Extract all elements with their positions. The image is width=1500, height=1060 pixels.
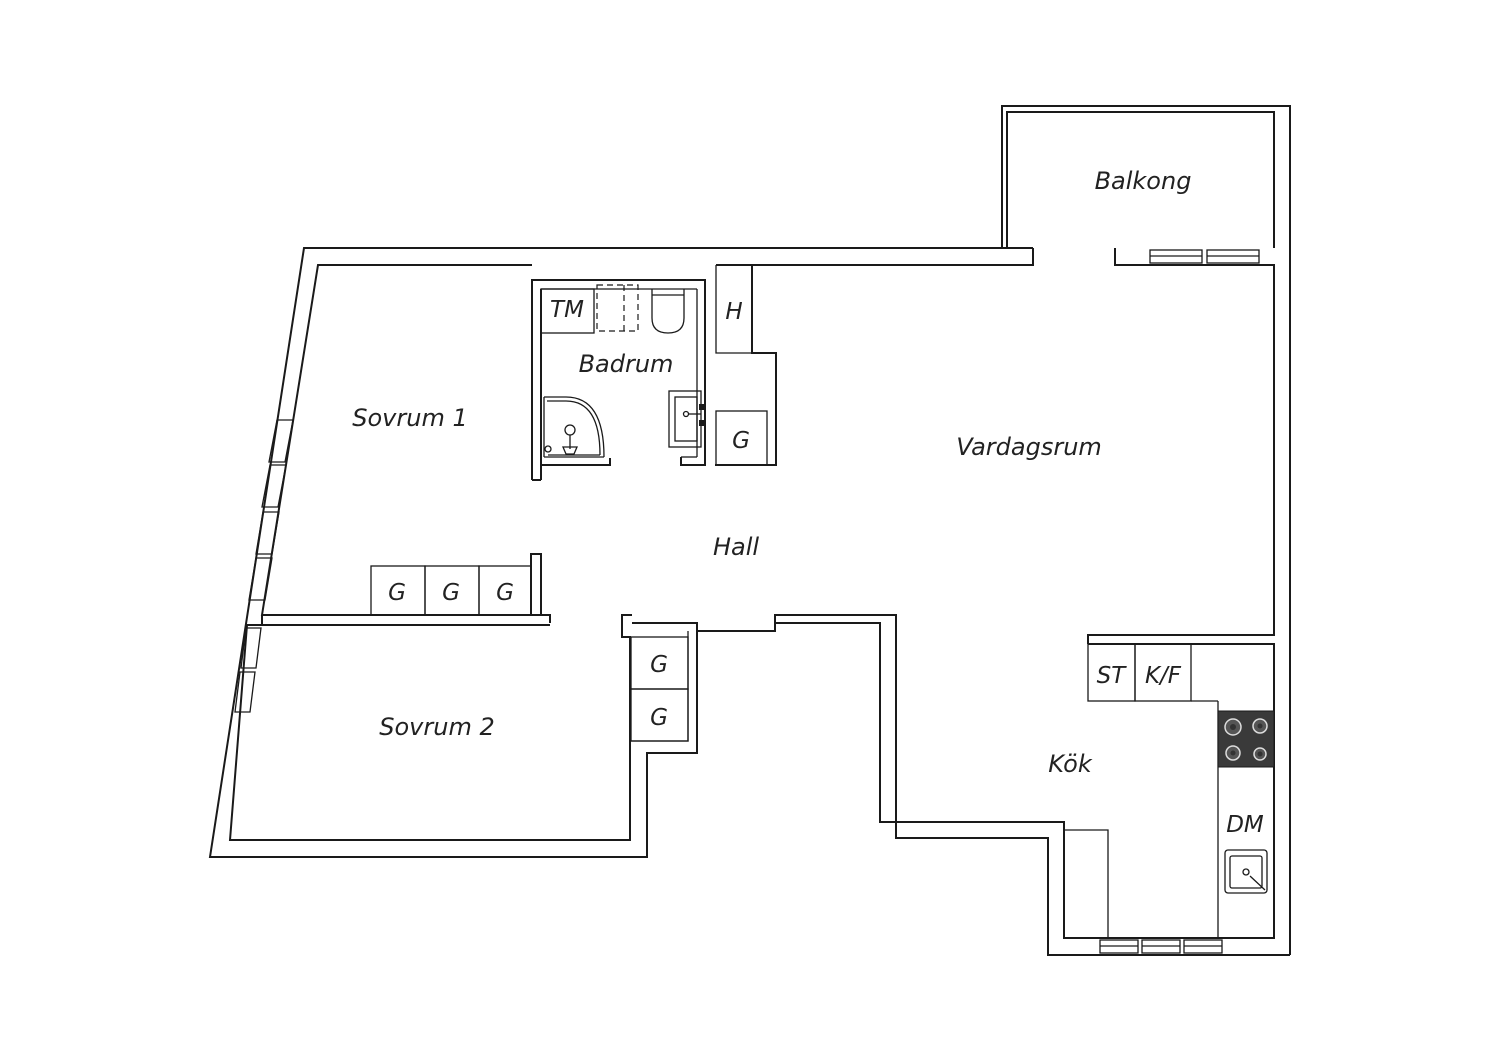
fixture-label-dm: DM [1226,812,1264,838]
kitchen-fixtures [1087,643,1275,938]
fixture-label-g-bed1-b: G [442,580,460,606]
fixture-label-h: H [725,299,742,325]
windows [234,249,1260,954]
room-label-badrum: Badrum [579,350,674,378]
dryer-dashed-box [596,284,639,332]
bedroom1-wardrobes [370,553,542,616]
fixture-label-g-bed1-a: G [388,580,406,606]
room-label-kok: Kök [1048,750,1093,778]
kitchen-sink-icon [1224,849,1268,894]
outer-walls [208,247,1290,956]
fixture-label-tm: TM [550,297,584,323]
fixture-label-g-bed2-b: G [650,705,668,731]
bathroom [531,279,706,481]
room-label-balkong: Balkong [1095,167,1192,195]
fixture-label-kf: K/F [1145,663,1182,689]
bedroom2-wardrobes [630,631,689,742]
room-label-sovrum-2: Sovrum 2 [379,713,494,741]
room-label-hall: Hall [713,533,759,561]
room-label-sovrum-1: Sovrum 1 [352,404,467,432]
washing-machine-box [540,288,595,334]
fixture-label-g-bed1-c: G [496,580,514,606]
shower-icon [543,396,605,458]
fixture-label-st: ST [1097,663,1128,689]
room-label-vardagsrum: Vardagsrum [956,433,1102,461]
sink-icon [668,390,704,448]
balcony [1001,105,1291,955]
hall-closets [715,264,777,466]
stove-icon [1217,710,1275,768]
fixture-label-g-bed2-a: G [650,652,668,678]
fixture-label-g-bath: G [732,428,750,454]
toilet-icon [651,289,685,334]
